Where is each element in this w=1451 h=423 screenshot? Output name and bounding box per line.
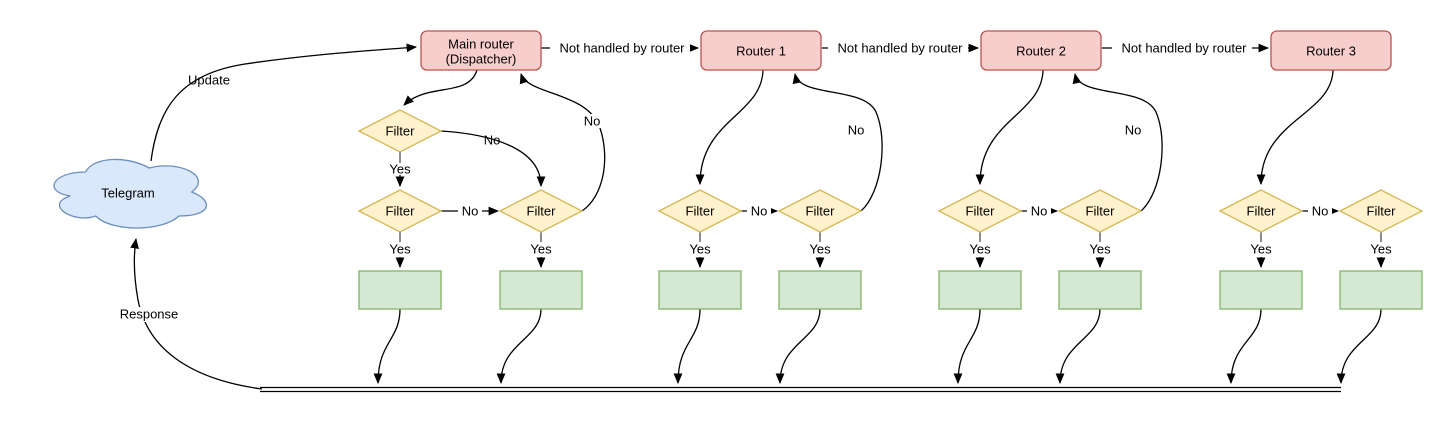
- handler-7-response-arrow: [1226, 308, 1262, 385]
- filter-diamond: [498, 189, 584, 233]
- edges: [130, 43, 1386, 393]
- router-3-node: [1270, 30, 1392, 71]
- handler-response-arrows: [373, 308, 1382, 385]
- router-2-label: Router 2: [1016, 44, 1066, 59]
- telegram-label: Telegram: [101, 186, 154, 201]
- handler-8-node: [1339, 270, 1423, 310]
- no-label: No: [1031, 204, 1048, 219]
- yes-label: Yes: [969, 242, 991, 257]
- dispatcher-label-line1: Main router: [448, 37, 514, 52]
- yes-label: Yes: [389, 242, 411, 257]
- filter-label: Filter: [1367, 204, 1397, 219]
- yes-label: Yes: [530, 242, 552, 257]
- yes-label: Yes: [689, 242, 711, 257]
- labels: Telegram Update Response Main router (Di…: [101, 37, 1396, 322]
- handler-8-response-arrow: [1336, 308, 1382, 385]
- response-label: Response: [120, 307, 179, 322]
- not-handled-label-1: Not handled by router: [559, 41, 685, 56]
- handler-3-node: [658, 270, 742, 310]
- filter-diamond: [1218, 189, 1304, 233]
- filter-no-return-arrow-3: [1072, 72, 1163, 212]
- no-label: No: [1125, 123, 1142, 138]
- yes-label: Yes: [1089, 242, 1111, 257]
- filter-label: Filter: [966, 204, 996, 219]
- update-arrow: [150, 43, 418, 162]
- router-1-node: [700, 30, 822, 71]
- router-1-to-filter-arrow: [695, 69, 764, 186]
- no-label: No: [1312, 204, 1329, 219]
- no-label: No: [584, 114, 601, 129]
- handler-1-node: [358, 270, 442, 310]
- handler-6-response-arrow: [1055, 308, 1101, 385]
- filter-diamond: [657, 189, 743, 233]
- handler-2-node: [499, 270, 583, 310]
- filter-label: Filter: [527, 204, 557, 219]
- dispatcher-node: [420, 30, 542, 71]
- handler-6-node: [1058, 270, 1142, 310]
- no-label: No: [848, 123, 865, 138]
- not-handled-label-2: Not handled by router: [837, 41, 963, 56]
- filter-diamond: [1338, 189, 1424, 233]
- telegram-cloud: [53, 158, 208, 229]
- update-label: Update: [188, 73, 230, 88]
- router-3-to-filter-arrow: [1256, 69, 1334, 186]
- dispatcher-label-line2: (Dispatcher): [446, 52, 517, 67]
- label-backgrounds: [114, 41, 1332, 322]
- filter-diamond: [1057, 189, 1143, 233]
- handler-4-node: [778, 270, 862, 310]
- filter-no-return-arrow-2: [792, 72, 883, 212]
- filter-diamond: [357, 189, 443, 233]
- filter-diamond: [777, 189, 863, 233]
- yes-label: Yes: [1370, 242, 1392, 257]
- yes-label: Yes: [389, 162, 411, 177]
- handler-5-node: [938, 270, 1022, 310]
- filter-label: Filter: [1247, 204, 1277, 219]
- handler-5-response-arrow: [953, 308, 981, 385]
- handler-4-response-arrow: [775, 308, 821, 385]
- yes-label: Yes: [1250, 242, 1272, 257]
- dispatcher-to-filter-arrow: [403, 69, 478, 106]
- filter-yes-arrows: [395, 232, 1386, 269]
- yes-label: Yes: [809, 242, 831, 257]
- handler-3-response-arrow: [673, 308, 701, 385]
- no-label: No: [462, 204, 479, 219]
- not-handled-label-3: Not handled by router: [1121, 41, 1247, 56]
- router-1-label: Router 1: [736, 44, 786, 59]
- router-2-node: [980, 30, 1102, 71]
- handler-7-node: [1219, 270, 1303, 310]
- filter-label: Filter: [806, 204, 836, 219]
- no-label: No: [751, 204, 768, 219]
- filter-label: Filter: [1086, 204, 1116, 219]
- filter-diamond: [937, 189, 1023, 233]
- router-3-label: Router 3: [1306, 44, 1356, 59]
- handler-1-response-arrow: [373, 308, 401, 385]
- nodes: [53, 30, 1424, 310]
- filter-label: Filter: [386, 124, 416, 139]
- top-filter-no-arrow: [440, 130, 546, 188]
- filter-diamond: [357, 109, 443, 153]
- filter-no-return-arrow-1: [519, 73, 606, 212]
- router-2-to-filter-arrow: [975, 69, 1044, 186]
- filter-label: Filter: [386, 204, 416, 219]
- handler-2-response-arrow: [496, 308, 542, 385]
- no-label: No: [484, 133, 501, 148]
- filter-label: Filter: [686, 204, 716, 219]
